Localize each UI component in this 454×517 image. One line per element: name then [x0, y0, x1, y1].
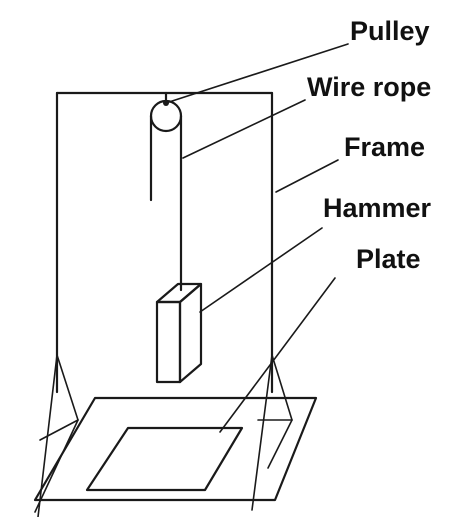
label-pulley: Pulley: [350, 16, 430, 46]
label-hammer: Hammer: [323, 193, 432, 223]
leader-wire-rope: [182, 99, 306, 159]
label-wire-rope: Wire rope: [307, 72, 432, 102]
leader-hammer: [199, 227, 323, 313]
hammer-front-face: [155, 300, 182, 384]
leader-frame: [275, 159, 339, 193]
leader-pulley: [165, 43, 349, 104]
pulley: [149, 91, 183, 133]
hammer: [155, 282, 203, 384]
frame: [55, 91, 274, 394]
label-frame: Frame: [344, 132, 426, 162]
label-plate: Plate: [356, 244, 421, 274]
hammer-side-face: [178, 282, 203, 384]
plate: [85, 426, 244, 492]
base-platform: [33, 396, 318, 502]
right-foot-brace: [251, 354, 293, 511]
hammer-top-face: [155, 282, 203, 304]
leader-plate: [219, 277, 336, 433]
